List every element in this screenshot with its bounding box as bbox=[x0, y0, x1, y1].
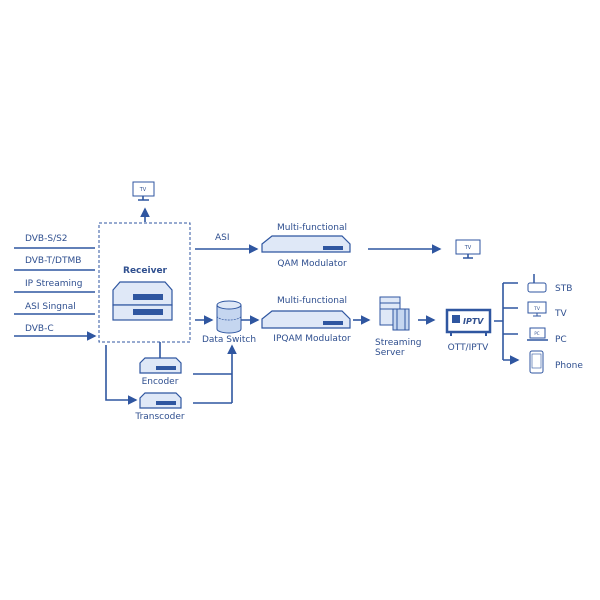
output-label: Phone bbox=[555, 361, 583, 371]
encoder-transcoder-lines bbox=[193, 373, 232, 404]
streaming-server-label: Streaming bbox=[375, 338, 421, 348]
ott-screen-text: IPTV bbox=[463, 317, 484, 326]
qam-top-label: Multi-functional bbox=[277, 223, 347, 233]
qam-modulator-icon bbox=[261, 235, 351, 253]
ipqam-top-label: Multi-functional bbox=[277, 296, 347, 306]
output-arrows bbox=[503, 282, 518, 360]
transcoder-label: Transcoder bbox=[134, 412, 184, 422]
receiver-box bbox=[98, 222, 191, 343]
receiver-device-icon bbox=[112, 281, 173, 321]
stb-icon bbox=[527, 274, 547, 293]
tv-icon: TV bbox=[527, 301, 547, 317]
qam-bottom-label: QAM Modulator bbox=[277, 259, 347, 269]
phone-icon bbox=[529, 350, 544, 374]
tv-icon: TV bbox=[132, 181, 155, 201]
tv-icon: TV bbox=[455, 239, 481, 259]
output-label: TV bbox=[554, 309, 567, 319]
transcoder-icon bbox=[139, 392, 182, 409]
output-branch bbox=[494, 283, 504, 360]
tv-label: TV bbox=[464, 245, 472, 251]
data-switch-label: Data Switch bbox=[202, 335, 256, 345]
input-label: IP Streaming bbox=[25, 279, 82, 289]
streaming-server-icon bbox=[379, 296, 410, 331]
streaming-server-label: Server bbox=[375, 348, 405, 358]
tv-label: TV bbox=[139, 187, 147, 193]
encoder-icon bbox=[139, 357, 182, 374]
data-switch-icon bbox=[216, 300, 242, 334]
encoder-label: Encoder bbox=[142, 377, 179, 387]
input-label: DVB-S/S2 bbox=[25, 234, 68, 244]
receiver-label: Receiver bbox=[123, 266, 168, 276]
input-arrows bbox=[14, 247, 95, 336]
input-label: DVB-T/DTMB bbox=[25, 256, 81, 266]
input-signals: DVB-S/S2 DVB-T/DTMB IP Streaming ASI Sin… bbox=[14, 234, 95, 336]
ipqam-modulator-icon bbox=[261, 310, 351, 329]
receiver-transcoder-arrow bbox=[105, 345, 138, 405]
tv-label: TV bbox=[533, 306, 541, 312]
asi-label: ASI bbox=[215, 233, 230, 243]
input-label: DVB-C bbox=[25, 324, 54, 334]
input-label: ASI Singnal bbox=[25, 302, 76, 312]
output-label: PC bbox=[555, 335, 567, 345]
output-label: STB bbox=[555, 284, 572, 294]
pc-label: PC bbox=[534, 331, 539, 336]
ott-iptv-icon: IPTV bbox=[445, 308, 492, 336]
ott-label: OTT/IPTV bbox=[448, 343, 490, 353]
pc-icon: PC bbox=[527, 327, 548, 341]
ipqam-bottom-label: IPQAM Modulator bbox=[273, 334, 351, 344]
